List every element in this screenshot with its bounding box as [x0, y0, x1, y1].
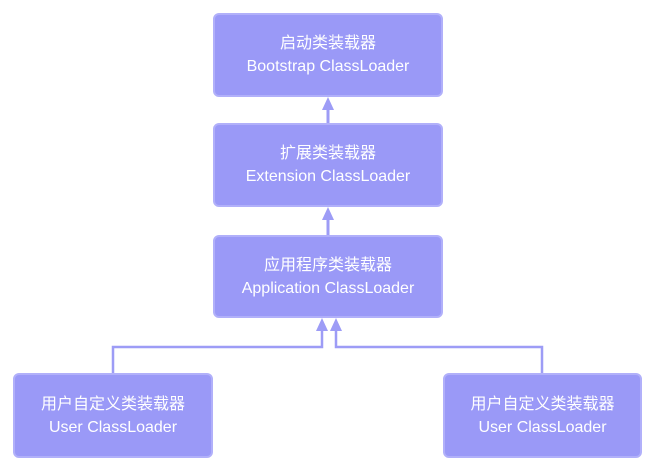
node-label-en: Application ClassLoader: [241, 279, 415, 297]
node-user-classloader-right: 用户自定义类装载器 User ClassLoader: [443, 373, 642, 458]
node-label-en: Extension ClassLoader: [245, 168, 411, 185]
node-bootstrap-classloader: 启动类装载器 Bootstrap ClassLoader: [213, 13, 443, 97]
node-label-zh: 启动类装载器: [279, 35, 376, 52]
node-label-en: Bootstrap ClassLoader: [246, 58, 410, 75]
arrow-application-to-extension: [322, 207, 334, 235]
node-extension-classloader: 扩展类装载器 Extension ClassLoader: [213, 123, 443, 207]
node-label-zh: 扩展类装载器: [279, 145, 376, 162]
node-label-zh: 用户自定义类装载器: [40, 395, 185, 413]
node-label-zh: 应用程序类装载器: [263, 256, 392, 274]
node-label-en: User ClassLoader: [478, 418, 607, 436]
node-application-classloader: 应用程序类装载器 Application ClassLoader: [213, 235, 443, 318]
arrow-extension-to-bootstrap: [322, 97, 334, 123]
arrow-user-right-to-application: [330, 318, 544, 373]
node-user-classloader-left: 用户自定义类装载器 User ClassLoader: [13, 373, 213, 458]
node-label-zh: 用户自定义类装载器: [470, 395, 615, 413]
arrow-user-left-to-application: [111, 318, 328, 373]
node-label-en: User ClassLoader: [48, 418, 178, 436]
